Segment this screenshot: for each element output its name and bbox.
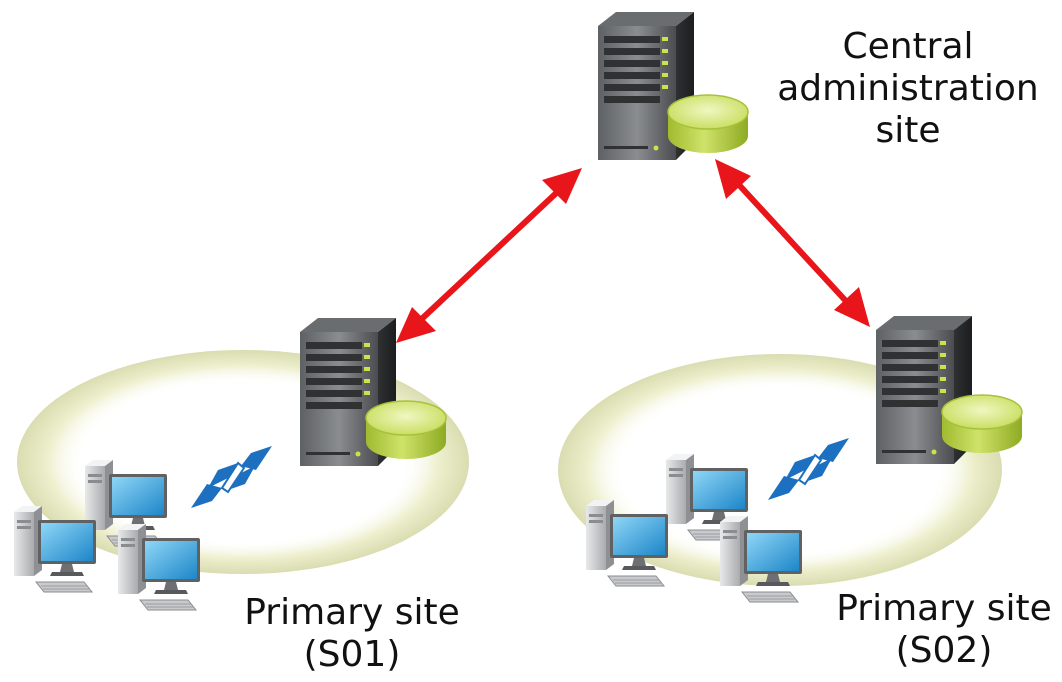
s02-site-label: Primary site (S02) (828, 588, 1060, 672)
link-central-to-s02 (715, 159, 870, 327)
s01-client-link-icon (191, 446, 272, 508)
s01-site-label-line: (S01) (303, 634, 401, 675)
link-central-to-s01 (396, 168, 582, 343)
s02-client-link-icon (768, 438, 849, 500)
central-database-icon (667, 94, 749, 154)
central-site-label: Central administration site (772, 26, 1044, 152)
s02-database-icon (941, 394, 1023, 454)
s01-database-icon (365, 400, 447, 460)
s02-site-label-line: Primary site (836, 588, 1052, 629)
central-site-label-line: Central (842, 26, 974, 67)
central-site-label-line: administration (777, 68, 1039, 109)
s01-site-label-line: Primary site (244, 592, 460, 633)
s01-site-label: Primary site (S01) (222, 592, 482, 676)
central-site-label-line: site (875, 110, 941, 151)
s02-site-label-line: (S02) (895, 630, 993, 671)
